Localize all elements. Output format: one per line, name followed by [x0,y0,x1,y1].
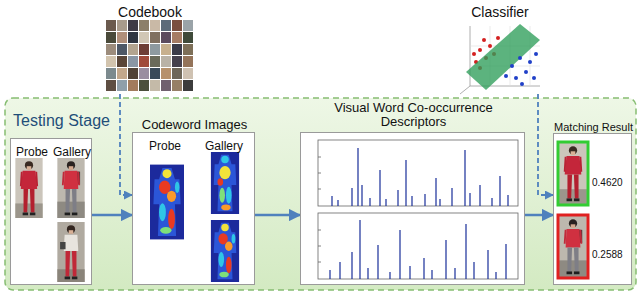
text-slot: Codeword Images [123,115,266,133]
text-slot: Gallery [52,142,92,160]
node-label: 0.4620 [592,177,623,189]
node-label: Probe [16,146,48,160]
flow-arrow [92,214,132,217]
text-slot: Codebook [100,3,200,21]
codeword-image [211,220,239,282]
gallery-image [57,158,84,218]
process-box: Probe Gallery [10,138,92,285]
text-slot: 0.2588 [592,244,632,262]
node-label: Gallery [205,140,243,154]
codeword-image [150,165,184,240]
dashed-arrow [120,94,132,195]
text-slot: Probe [137,136,193,154]
node-label: Classifier [471,4,529,20]
classifier-image [460,24,540,94]
text-slot: Probe [12,142,52,160]
codebook-node: Codebook [100,0,200,94]
node-label: Testing Stage [13,112,110,130]
match-frame [558,142,588,205]
stage-band-outline [5,98,636,290]
node-label: Probe [149,140,181,154]
process-box: Codeword ImagesProbeGallery [132,132,255,285]
panel-fill [10,138,92,285]
gallery-image [57,222,84,282]
text-slot: Visual Word Co-occurrence Descriptors [326,101,501,130]
text-slot: 0.4620 [592,172,632,190]
probe-image [15,158,42,218]
node-label: Gallery [53,146,91,160]
histogram-plot [318,140,518,206]
text-slot: Matching Result [550,117,637,135]
panel-fill [300,132,525,285]
stage-band: Testing StageProbe Gallery Codeword Images… [5,98,636,290]
node-label: 0.2588 [592,249,623,261]
codeword-image [211,152,239,214]
panel-fill [132,132,255,285]
panel-fill [553,133,632,285]
process-box: Matching Result0.46200.2588 [553,133,632,285]
flow-arrow [525,214,553,217]
text-slot: Testing Stage [13,112,133,130]
node-label: Visual Word Co-occurrence Descriptors [326,101,501,129]
text-slot: Gallery [195,136,253,154]
node-label: Matching Result [554,121,633,134]
match-frame [558,215,588,278]
text-slot: Classifier [455,3,545,21]
process-box: Visual Word Co-occurrence Descriptors [300,132,525,285]
classifier-node: Classifier [455,0,545,94]
node-label: Codebook [118,4,182,20]
flow-arrow [255,214,300,217]
dashed-arrow [538,94,553,195]
match-image [559,143,587,204]
node-label: Codeword Images [142,118,248,133]
match-image [559,216,587,277]
histogram-plot [318,213,518,279]
codebook-image [106,20,193,91]
